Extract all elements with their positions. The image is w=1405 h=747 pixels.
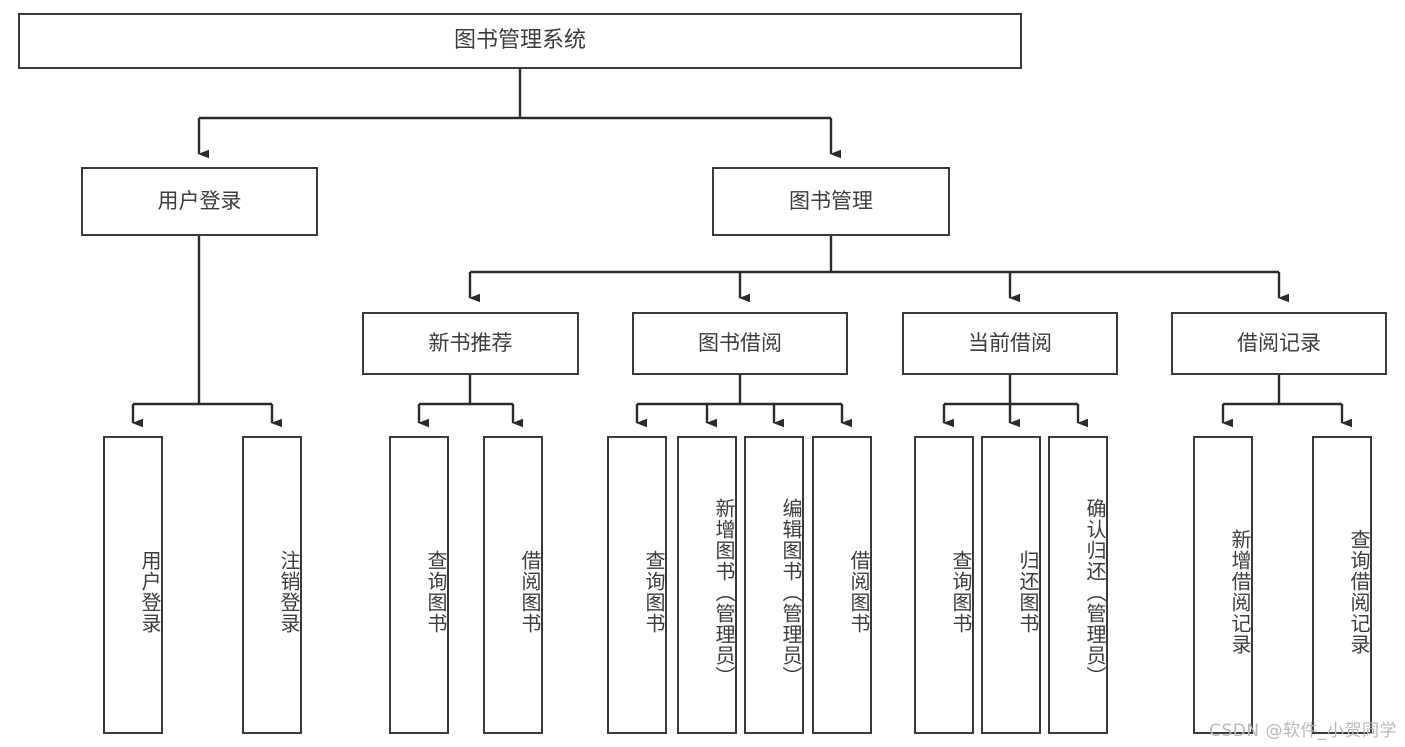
node-borrow-record-label: 借阅记录: [1237, 331, 1321, 356]
leaf-return-book[interactable]: 归还图书: [981, 436, 1041, 734]
leaf-edit-book[interactable]: 编辑图书（管理员）: [744, 436, 804, 734]
leaf-add-record[interactable]: 新增借阅记录: [1193, 436, 1253, 734]
node-root[interactable]: 图书管理系统: [18, 13, 1022, 69]
leaf-query-book-2[interactable]: 查询图书: [607, 436, 667, 734]
node-user-login-label: 用户登录: [157, 189, 242, 214]
leaf-add-book-label: 新增图书（管理员）: [712, 497, 736, 687]
csdn-watermark: CSDN @软件_小贺同学: [1209, 721, 1397, 741]
node-book-manage[interactable]: 图书管理: [712, 167, 950, 236]
node-book-borrow[interactable]: 图书借阅: [632, 312, 848, 375]
leaf-query-book-2-label: 查询图书: [642, 550, 666, 634]
leaf-query-record[interactable]: 查询借阅记录: [1312, 436, 1372, 734]
leaf-query-book-1[interactable]: 查询图书: [389, 436, 449, 734]
leaf-edit-book-label: 编辑图书（管理员）: [779, 497, 803, 687]
leaf-add-record-label: 新增借阅记录: [1228, 529, 1252, 655]
leaf-user-logout[interactable]: 注销登录: [242, 436, 302, 734]
leaf-confirm-return[interactable]: 确认归还（管理员）: [1048, 436, 1108, 734]
leaf-query-book-1-label: 查询图书: [424, 550, 448, 634]
leaf-borrow-book-1-label: 借阅图书: [518, 550, 542, 634]
node-new-book-recommend-label: 新书推荐: [428, 331, 513, 356]
leaf-user-login[interactable]: 用户登录: [103, 436, 163, 734]
leaf-borrow-book-2-label: 借阅图书: [847, 550, 871, 634]
leaf-user-logout-label: 注销登录: [277, 550, 301, 634]
node-book-manage-label: 图书管理: [789, 189, 873, 214]
node-current-borrow-label: 当前借阅: [968, 331, 1052, 356]
node-new-book-recommend[interactable]: 新书推荐: [362, 312, 579, 375]
leaf-query-book-3[interactable]: 查询图书: [914, 436, 974, 734]
leaf-query-record-label: 查询借阅记录: [1347, 529, 1371, 655]
leaf-confirm-return-label: 确认归还（管理员）: [1083, 497, 1107, 687]
leaf-add-book[interactable]: 新增图书（管理员）: [677, 436, 737, 734]
leaf-borrow-book-2[interactable]: 借阅图书: [812, 436, 872, 734]
leaf-query-book-3-label: 查询图书: [949, 550, 973, 634]
leaf-return-book-label: 归还图书: [1016, 550, 1040, 634]
node-root-label: 图书管理系统: [453, 28, 586, 54]
node-book-borrow-label: 图书借阅: [698, 331, 782, 356]
leaf-borrow-book-1[interactable]: 借阅图书: [483, 436, 543, 734]
node-user-login[interactable]: 用户登录: [81, 167, 318, 236]
node-borrow-record[interactable]: 借阅记录: [1171, 312, 1387, 375]
leaf-user-login-label: 用户登录: [138, 550, 162, 634]
node-current-borrow[interactable]: 当前借阅: [902, 312, 1118, 375]
